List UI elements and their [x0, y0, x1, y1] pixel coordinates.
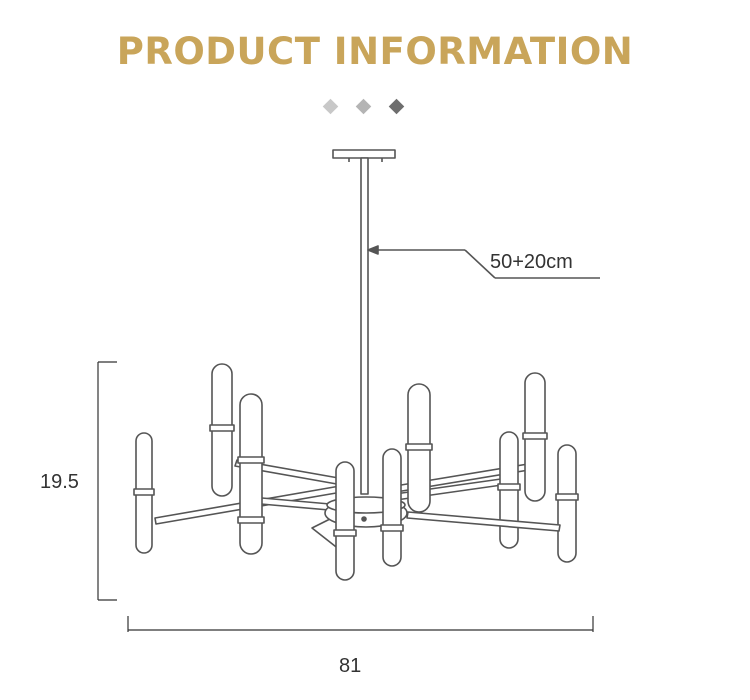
candle: [522, 372, 548, 502]
height-dimension: [97, 361, 117, 601]
rod-length-label: 50+20cm: [490, 251, 573, 273]
candle: [333, 461, 357, 581]
suspension-rod: [360, 157, 369, 495]
candle: [237, 393, 265, 555]
height-label: 19.5: [40, 471, 79, 493]
width-label: 81: [339, 655, 362, 677]
arm: [406, 511, 561, 532]
candle: [133, 432, 155, 554]
arrow-icon: [367, 245, 379, 255]
ceiling-canopy: [332, 149, 396, 159]
page-title: PRODUCT INFORMATION: [116, 30, 634, 73]
width-dimension: [127, 616, 594, 632]
candle: [497, 431, 521, 549]
candle: [555, 444, 579, 563]
candle: [405, 383, 433, 513]
candle: [209, 363, 235, 497]
candle: [380, 448, 404, 567]
